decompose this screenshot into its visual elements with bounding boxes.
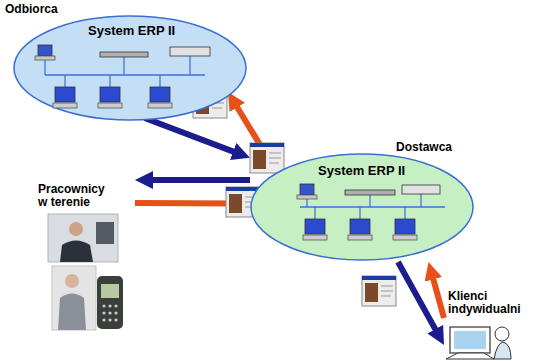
flow-arrow (233, 101, 262, 149)
screen-thumbnail (250, 143, 284, 173)
system-name: System ERP II (88, 24, 175, 38)
text-holder: System ERP II (318, 164, 405, 178)
office-photo (48, 214, 118, 262)
flow-arrow (145, 177, 250, 183)
ellipse-outline (5, 3, 250, 121)
system-ellipse: DostawcaSystem ERP II (250, 145, 476, 262)
text-holder: Odbiorca (5, 3, 58, 16)
group-label: Klienci indywidualni (448, 290, 528, 316)
ellipse-outline (250, 145, 476, 262)
party-heading: Dostawca (396, 141, 452, 154)
system-ellipse: OdbiorcaSystem ERP II (5, 3, 250, 121)
text-holder: Pracownicy w terenie (38, 183, 112, 209)
flow-arrow (431, 272, 444, 318)
text-holder: System ERP II (88, 24, 175, 38)
flow-arrow (145, 118, 241, 154)
group-label: Pracownicy w terenie (38, 183, 112, 209)
network-icons (35, 45, 210, 108)
system-name: System ERP II (318, 164, 405, 178)
mobile-photo (52, 266, 123, 330)
user-group: Pracownicy w terenie (35, 180, 135, 330)
network-icons (297, 184, 445, 240)
text-holder: Klienci indywidualni (448, 290, 528, 316)
party-heading: Odbiorca (5, 3, 58, 16)
customer-cartoon (446, 327, 511, 359)
text-holder: Dostawca (396, 141, 452, 154)
flow-arrow (135, 200, 240, 207)
screen-thumbnail (362, 276, 396, 306)
user-group: Klienci indywidualni (444, 288, 534, 360)
